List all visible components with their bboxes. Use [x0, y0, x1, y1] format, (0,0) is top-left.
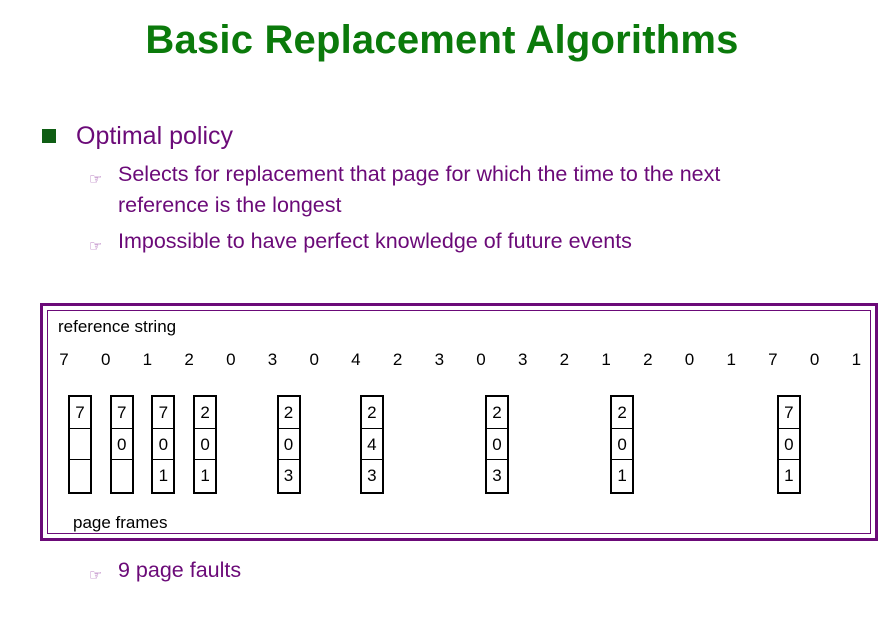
reference-string-item: 2: [643, 350, 653, 369]
page-frame-cell: 0: [778, 429, 799, 460]
page-title: Basic Replacement Algorithms: [145, 18, 739, 62]
reference-string-item: 7: [59, 350, 69, 369]
page-frame-cell: 7: [111, 397, 132, 429]
page-frame-cell: 1: [158, 466, 169, 485]
bullet-text: Optimal policy: [76, 122, 233, 150]
reference-string-item: 3: [434, 350, 445, 369]
page-frame-cell: 0: [278, 429, 299, 460]
reference-string-item: 4: [351, 350, 361, 369]
reference-string-item: 1: [726, 350, 736, 369]
reference-string-item: 0: [100, 350, 111, 369]
page-frame-cell: 3: [283, 466, 294, 485]
reference-string-item: 0: [226, 350, 236, 369]
result-text: 9 page faults: [118, 558, 242, 582]
pointing-hand-icon: ☞: [89, 171, 103, 188]
page-frame-cell: 7: [153, 397, 174, 429]
page-frame-cell: 4: [361, 429, 382, 460]
page-frame-cell: [70, 429, 90, 460]
reference-string-item: 1: [601, 350, 611, 369]
diagram-inner-border: [47, 310, 871, 534]
reference-string-item: 0: [476, 350, 486, 369]
pointing-hand-icon: ☞: [89, 567, 103, 584]
reference-string-item: 0: [684, 350, 695, 369]
square-bullet-icon: [42, 129, 56, 143]
sub-bullet-text-line1: Selects for replacement that page for wh…: [118, 162, 721, 186]
page-frame-cell: 2: [487, 397, 507, 429]
page-frame-cell: [70, 460, 90, 492]
reference-string-item: 7: [768, 350, 778, 369]
sub-bullet-text-line2: reference is the longest: [118, 193, 342, 217]
reference-string-item: 3: [517, 350, 528, 369]
page-frame-cell: 0: [612, 429, 633, 460]
page-frame-cell: 1: [617, 466, 627, 485]
reference-string-label: reference string: [58, 317, 177, 336]
page-frame-cell: 3: [367, 466, 377, 485]
sub-bullet-text: Impossible to have perfect knowledge of …: [118, 229, 632, 253]
reference-string-item: 1: [851, 350, 862, 369]
page-frame-cell: 2: [361, 397, 382, 429]
page-frames-label: page frames: [73, 513, 168, 532]
page-frame-cell: 2: [195, 397, 216, 429]
reference-string-item: 2: [184, 350, 194, 369]
diagram-box: [40, 303, 878, 541]
reference-string-item: 1: [142, 350, 153, 369]
page-frame-cell: 3: [492, 466, 502, 485]
page-frame-cell: 1: [784, 466, 794, 485]
page-frame-cell: [112, 460, 132, 492]
reference-string-item: 2: [392, 350, 403, 369]
page-frame-cell: 7: [778, 397, 799, 429]
page-frame-cell: 2: [278, 397, 299, 429]
reference-string-item: 0: [809, 350, 820, 369]
page-frame-cell: 7: [70, 397, 90, 429]
reference-string-item: 3: [267, 350, 278, 369]
page-frame-cell: 2: [612, 397, 633, 429]
reference-string-item: 0: [309, 350, 319, 369]
page-frame-cell: 0: [195, 429, 216, 460]
reference-string-item: 2: [559, 350, 570, 369]
page-frame-cell: 0: [111, 429, 132, 460]
page-frame-cell: 1: [200, 466, 210, 485]
page-frame-cell: 0: [153, 429, 174, 460]
page-frame-cell: 0: [487, 429, 507, 460]
pointing-hand-icon: ☞: [89, 238, 103, 255]
page-frame-column: 7: [68, 395, 92, 494]
